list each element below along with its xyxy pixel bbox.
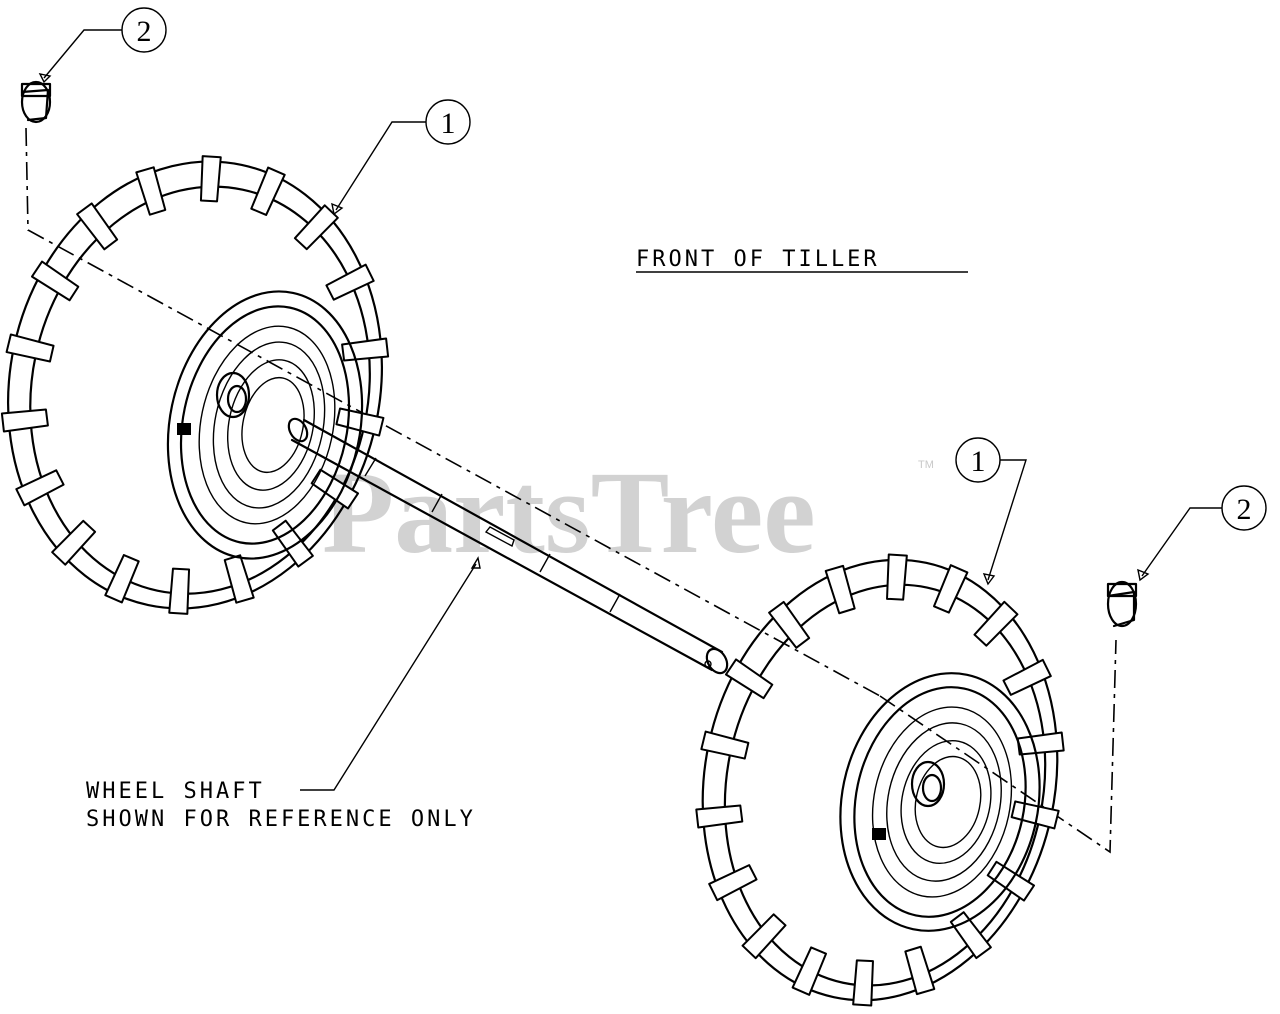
tread-lug <box>1002 658 1052 696</box>
lynch-pin-left <box>20 80 52 124</box>
tread-lug <box>51 519 97 566</box>
lynch-pin-right <box>1106 580 1138 628</box>
shaft-note-line-1: WHEEL SHAFT <box>86 779 265 804</box>
tread-lug <box>250 166 286 216</box>
tread-lug <box>325 263 375 301</box>
tread-lug <box>791 946 827 996</box>
tread-lug <box>700 730 750 760</box>
tread-lug <box>852 959 874 1007</box>
tread-lug <box>0 408 49 433</box>
tread-lug <box>949 911 992 960</box>
tread-lug <box>824 564 856 615</box>
watermark-tm: TM <box>918 459 934 471</box>
tread-lug <box>904 945 936 996</box>
tread-lug <box>310 468 360 510</box>
tread-lug <box>30 260 80 302</box>
callout-number: 2 <box>137 15 152 48</box>
tread-lug <box>741 913 787 960</box>
tread-lug <box>724 658 774 700</box>
wheel-right <box>695 553 1065 1007</box>
center-lines <box>25 127 1117 854</box>
tread-lug <box>271 519 314 568</box>
callout-wheel-right: 1 <box>955 437 1001 483</box>
tread-lug <box>886 553 908 601</box>
front-of-tiller-label: FRONT OF TILLER <box>636 247 880 272</box>
callout-pin-right: 2 <box>1221 485 1267 531</box>
callout-number: 1 <box>441 107 456 140</box>
tread-lug <box>695 804 744 829</box>
tread-lug <box>168 567 191 615</box>
tread-lug <box>199 155 222 203</box>
tread-lug <box>973 600 1019 647</box>
callout-pin-left: 2 <box>121 7 167 53</box>
wheel-shaft <box>287 417 729 675</box>
watermark-text: PartsTree <box>322 447 816 578</box>
tread-lug <box>293 204 339 251</box>
tread-lug <box>933 564 969 614</box>
tread-lug <box>135 166 167 216</box>
tread-lug <box>5 333 55 363</box>
wheel-left <box>0 155 390 615</box>
shaft-note-line-2: SHOWN FOR REFERENCE ONLY <box>86 807 476 832</box>
callout-number: 2 <box>1237 493 1252 526</box>
tread-lug <box>104 554 140 604</box>
tread-lug <box>708 864 758 902</box>
watermark: PartsTree TM <box>322 447 934 578</box>
callout-wheel-left: 1 <box>425 99 471 145</box>
tread-lug <box>76 202 119 251</box>
callout-leaders <box>38 29 1222 791</box>
callout-number: 1 <box>971 445 986 478</box>
tread-lug <box>768 600 811 649</box>
tread-lug <box>1016 731 1065 756</box>
tread-lug <box>223 554 255 604</box>
tread-lug <box>15 469 65 507</box>
